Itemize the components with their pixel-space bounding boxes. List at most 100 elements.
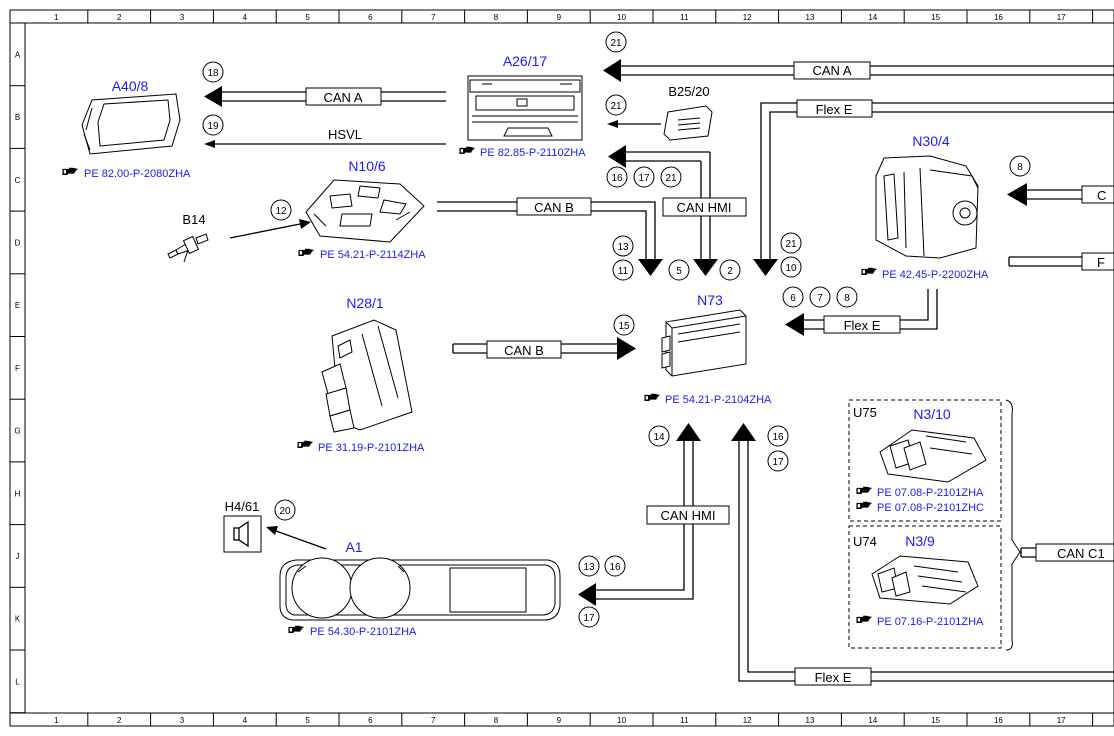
component-ref: PE 07.16-P-2101ZHA <box>877 616 984 628</box>
grid-row-label: G <box>14 427 20 436</box>
svg-text:21: 21 <box>785 239 797 250</box>
grid-column-label: 15 <box>931 13 940 22</box>
svg-text:CAN A: CAN A <box>323 90 362 105</box>
svg-text:Flex E: Flex E <box>816 102 853 117</box>
grid-column-label: 7 <box>431 13 436 22</box>
component-a40-8: A40/8 PE 82.00-P-2080ZHA <box>62 78 191 180</box>
control-unit-drawing <box>305 179 425 243</box>
component-h4-61: H4/61 <box>223 499 262 553</box>
component-a1: A1 PE 54.30-P-2101ZHA <box>279 539 561 638</box>
svg-text:16: 16 <box>611 173 623 184</box>
svg-text:Flex E: Flex E <box>844 318 881 333</box>
bus-label-can-hmi-bottom: CAN HMI <box>646 505 730 525</box>
signal-circle: 21 <box>660 166 682 188</box>
svg-text:C: C <box>1097 188 1106 203</box>
component-ref: PE 07.08-P-2101ZHC <box>877 502 984 514</box>
grid-column-label: 12 <box>743 13 752 22</box>
component-ref: PE 82.85-P-2110ZHA <box>480 147 586 159</box>
component-ref: PE 54.30-P-2101ZHA <box>310 626 417 638</box>
bus-label-flex-e-top: Flex E <box>796 99 873 118</box>
signal-circle: 17 <box>633 166 655 188</box>
svg-text:CAN B: CAN B <box>534 200 574 215</box>
signal-circle: 19 <box>202 114 224 136</box>
component-b14: B14 <box>167 212 209 263</box>
grid-column-label: 9 <box>557 13 562 22</box>
svg-text:11: 11 <box>618 266 629 277</box>
svg-text:CAN HMI: CAN HMI <box>677 200 732 215</box>
component-label: B14 <box>182 212 205 227</box>
bus-labels: CAN A CAN A HSVL Flex E CAN B CAN HMI CA… <box>305 61 1114 686</box>
grid-row-label: J <box>16 552 20 561</box>
signal-circle: 17 <box>767 450 789 472</box>
grid-row-label: K <box>15 615 21 624</box>
grid-row-label: D <box>15 238 21 247</box>
svg-text:21: 21 <box>610 38 622 49</box>
svg-text:5: 5 <box>676 266 682 277</box>
svg-text:15: 15 <box>618 321 630 332</box>
svg-text:CAN A: CAN A <box>812 63 851 78</box>
grid-row-label: E <box>15 301 20 310</box>
pointing-hand-icon <box>288 625 304 634</box>
signal-circle: 7 <box>809 286 831 308</box>
pointing-hand-icon <box>856 486 872 495</box>
svg-text:18: 18 <box>207 68 219 79</box>
component-label: N10/6 <box>348 158 386 174</box>
signal-circle: 12 <box>270 199 292 221</box>
signal-circle: 11 <box>612 259 634 281</box>
pointing-hand-icon <box>62 167 78 176</box>
speaker-icon <box>233 520 249 548</box>
signal-circle: 14 <box>648 425 670 447</box>
grid-column-label: 6 <box>368 13 373 22</box>
svg-text:2: 2 <box>727 266 733 277</box>
signal-circle: 16 <box>606 166 628 188</box>
grid-row-label: B <box>15 113 20 122</box>
signal-circles: 21 18 19 21 16 17 21 8 12 13 11 5 2 21 1… <box>202 31 1031 628</box>
bus-label-right-c: C <box>1081 185 1114 204</box>
svg-text:13: 13 <box>583 562 595 573</box>
signal-circle: 8 <box>836 286 858 308</box>
component-ref: PE 07.08-P-2101ZHA <box>877 487 984 499</box>
component-a26-17: A26/17 PE 82.85-P-2110ZHA <box>459 53 586 159</box>
bus-label-can-hmi-top: CAN HMI <box>662 197 747 217</box>
component-n28-1: N28/1 PE 31.19-P-2101ZHA <box>297 295 425 454</box>
grid-column-label: 13 <box>806 716 815 725</box>
signal-circle: 18 <box>202 61 224 83</box>
component-n10-6: N10/6 PE 54.21-P-2114ZHA <box>298 158 426 261</box>
svg-text:7: 7 <box>817 293 823 304</box>
ignition-unit-drawing <box>661 309 747 377</box>
signal-circle: 17 <box>578 606 600 628</box>
grid-row-label: A <box>15 50 21 59</box>
component-label: A1 <box>345 539 362 555</box>
ecu-drawing <box>879 429 987 483</box>
group-label-u74: U74 <box>853 534 877 549</box>
grid-column-label: 15 <box>931 716 940 725</box>
display-unit-drawing <box>81 93 181 155</box>
pointing-hand-icon <box>856 501 872 510</box>
grid-column-label: 1 <box>54 13 59 22</box>
svg-text:CAN HMI: CAN HMI <box>661 508 716 523</box>
svg-text:21: 21 <box>665 173 677 184</box>
component-ref: PE 54.21-P-2104ZHA <box>665 394 772 406</box>
signal-circle: 10 <box>780 256 802 278</box>
grid-column-label: 8 <box>494 716 499 725</box>
grid-column-label: 8 <box>494 13 499 22</box>
grid-column-label: 1 <box>54 716 59 725</box>
signal-circle: 16 <box>604 555 626 577</box>
grid-column-label: 3 <box>180 716 185 725</box>
grid-column-label: 9 <box>557 716 562 725</box>
hydraulic-unit-drawing <box>875 155 979 259</box>
component-label: B25/20 <box>668 84 709 99</box>
grid-row-label: F <box>15 364 20 373</box>
bus-label-flex-e-bottom: Flex E <box>794 667 872 686</box>
component-ref: PE 82.00-P-2080ZHA <box>84 168 191 180</box>
signal-circle: 21 <box>780 232 802 254</box>
grid-column-label: 14 <box>868 13 877 22</box>
svg-text:17: 17 <box>583 613 595 624</box>
signal-circle: 15 <box>613 314 635 336</box>
component-b25-20: B25/20 <box>663 84 713 141</box>
grid-column-label: 11 <box>680 13 689 22</box>
grid-column-label: 12 <box>743 716 752 725</box>
grid-column-label: 2 <box>117 13 122 22</box>
component-label: A40/8 <box>112 78 149 94</box>
pointing-hand-icon <box>297 440 313 449</box>
